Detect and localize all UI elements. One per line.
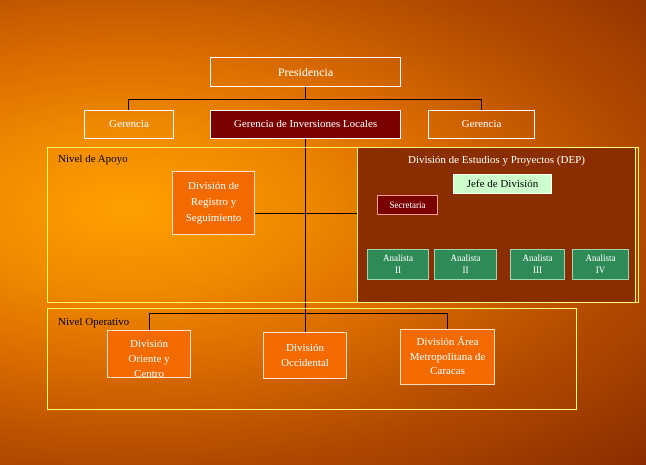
connector-apoyo-horizontal	[255, 213, 361, 214]
gerencia-right-label: Gerencia	[461, 118, 502, 131]
division-occidental-label: División Occidental	[281, 341, 329, 369]
connector-oriente	[149, 313, 150, 331]
connector-operativo-horizontal	[149, 313, 448, 314]
gerencia-inversiones-box: Gerencia de Inversiones Locales	[210, 110, 401, 139]
gerencia-left-box: Gerencia	[84, 110, 174, 139]
analista-label-2: Analista II	[450, 253, 481, 275]
connector-gerencias-horizontal	[128, 99, 482, 100]
analista-label-1: Analista II	[383, 253, 413, 275]
nivel-apoyo-label: Nivel de Apoyo	[58, 153, 128, 165]
connector-presidencia-down	[305, 87, 306, 100]
division-oriente-box: División Oriente y Centro	[107, 330, 191, 378]
analista-box-2: Analista II	[434, 249, 497, 280]
analista-label-3: Analista III	[522, 253, 553, 275]
analista-label-4: Analista IV	[585, 253, 616, 275]
secretaria-box: Secretaria	[377, 195, 438, 215]
division-occidental-box: División Occidental	[263, 332, 347, 379]
analista-box-3: Analista III	[510, 249, 565, 280]
gerencia-inversiones-label: Gerencia de Inversiones Locales	[233, 118, 378, 131]
connector-gerencia-left	[128, 99, 129, 111]
nivel-operativo-label: Nivel Operativo	[58, 316, 130, 328]
nivel-apoyo-region	[47, 147, 639, 303]
division-registro-box: División de Registro y Seguimiento	[172, 171, 255, 235]
division-registro-label: División de Registro y Seguimiento	[185, 180, 242, 224]
presidencia-label: Presidencia	[277, 64, 334, 79]
gerencia-right-box: Gerencia	[428, 110, 535, 139]
nivel-operativo-region	[47, 308, 577, 410]
connector-main-vertical	[305, 139, 306, 315]
analista-box-1: Analista II	[367, 249, 429, 280]
connector-occidental	[305, 313, 306, 333]
connector-metropolitana	[447, 313, 448, 330]
jefe-division-box: Jefe de División	[453, 174, 552, 194]
connector-gerencia-right	[481, 99, 482, 111]
jefe-division-label: Jefe de División	[466, 177, 539, 190]
secretaria-label: Secretaria	[389, 199, 426, 210]
gerencia-left-label: Gerencia	[109, 118, 149, 131]
presidencia-box: Presidencia	[210, 57, 401, 87]
division-metropolitana-label: División Área Metropolitana de Caracas	[409, 335, 486, 378]
dep-title: División de Estudios y Proyectos (DEP)	[408, 154, 585, 166]
division-oriente-label: División Oriente y Centro	[128, 338, 170, 378]
analista-box-4: Analista IV	[572, 249, 629, 280]
division-metropolitana-box: División Área Metropolitana de Caracas	[400, 329, 495, 385]
